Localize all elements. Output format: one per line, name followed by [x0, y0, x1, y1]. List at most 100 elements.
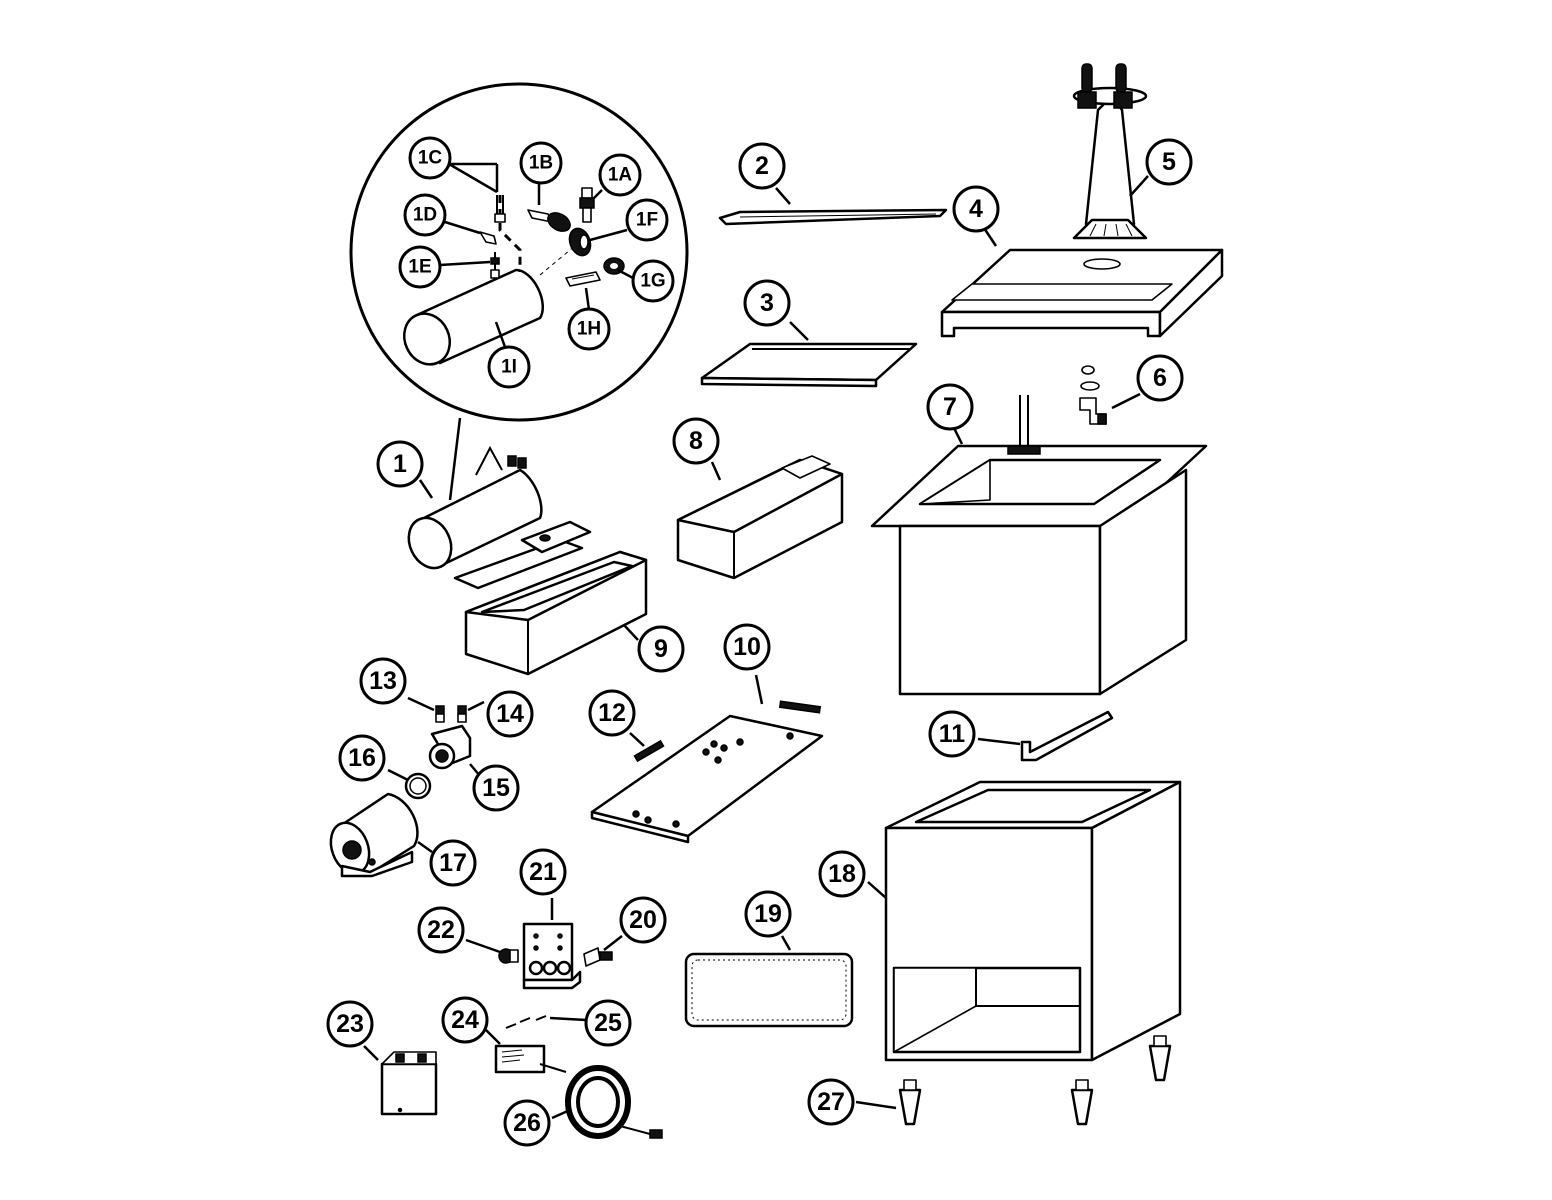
callout-1G: 1G: [631, 259, 675, 303]
part-1H-bracket: [565, 271, 601, 287]
part-20-switch: [583, 935, 623, 967]
callout-1E: 1E: [398, 245, 442, 289]
callout-1H-label: 1H: [577, 319, 601, 340]
callout-23-label: 23: [336, 1010, 364, 1038]
callout-20-label: 20: [629, 906, 657, 934]
callout-8: 8: [672, 417, 720, 465]
callout-1D: 1D: [403, 193, 447, 237]
callout-2: 2: [738, 142, 786, 190]
callout-20: 20: [619, 896, 667, 944]
callout-12: 12: [588, 689, 636, 737]
callout-1D-label: 1D: [413, 205, 437, 226]
callout-19: 19: [744, 890, 792, 938]
callout-13: 13: [359, 657, 407, 705]
callout-1I-label: 1I: [501, 357, 517, 378]
part-1E-fitting: [490, 252, 500, 279]
part-23-junction-box: [363, 1045, 438, 1116]
callout-17: 17: [429, 839, 477, 887]
callout-1B: 1B: [519, 141, 563, 185]
callout-16-label: 16: [348, 744, 376, 772]
part-25-screws: [505, 1015, 587, 1029]
callout-1F: 1F: [625, 198, 669, 242]
callout-10-label: 10: [733, 633, 761, 661]
part-1-tank-assembly: [407, 445, 543, 570]
callout-9: 9: [637, 625, 685, 673]
callout-6: 6: [1136, 354, 1184, 402]
callout-11: 11: [928, 710, 976, 758]
callout-7-label: 7: [943, 393, 957, 421]
callout-24: 24: [441, 996, 489, 1044]
part-10-base-plate: [590, 674, 824, 844]
callout-1E-label: 1E: [408, 257, 431, 278]
callout-7: 7: [926, 383, 974, 431]
callout-4: 4: [952, 185, 1000, 233]
part-1B-valve: [527, 209, 571, 232]
part-18-cabinet: [867, 780, 1182, 1062]
callout-15-label: 15: [482, 774, 510, 802]
part-1F-float: [568, 227, 592, 257]
part-16-clamp-ring: [387, 768, 432, 800]
callout-17-label: 17: [439, 849, 467, 877]
part-19-panel: [684, 935, 854, 1028]
callout-26-label: 26: [513, 1109, 541, 1137]
callout-23: 23: [326, 1000, 374, 1048]
part-13-fitting: [407, 696, 445, 723]
callout-1B-label: 1B: [529, 153, 553, 174]
part-5-beer-tower: [1072, 63, 1149, 240]
callout-13-label: 13: [369, 667, 397, 695]
callout-4-label: 4: [969, 195, 983, 223]
part-9-insulated-box: [453, 520, 648, 676]
callout-19-label: 19: [754, 900, 782, 928]
callout-22: 22: [417, 906, 465, 954]
callout-14: 14: [486, 690, 534, 738]
callout-1C-label: 1C: [418, 148, 443, 169]
callout-25-label: 25: [594, 1009, 622, 1037]
callout-24-label: 24: [451, 1006, 479, 1034]
callout-3: 3: [743, 279, 791, 327]
callout-8-label: 8: [689, 427, 703, 455]
callout-9-label: 9: [654, 635, 668, 663]
callout-11-label: 11: [939, 720, 966, 748]
part-17-pump-motor: [329, 792, 433, 878]
part-6-drain-fitting: [1079, 365, 1141, 425]
callout-1C: 1C: [408, 136, 452, 180]
callout-22-label: 22: [427, 916, 455, 944]
callout-18: 18: [818, 850, 866, 898]
callout-1G-label: 1G: [640, 271, 665, 292]
callout-1H: 1H: [567, 307, 611, 351]
callout-10: 10: [723, 623, 771, 671]
part-1D-elbow: [479, 231, 497, 245]
callout-6-label: 6: [1153, 364, 1167, 392]
part-22-knob: [465, 938, 519, 964]
callout-14-label: 14: [496, 700, 524, 728]
part-15-pump-head: [428, 724, 481, 777]
callout-21-label: 21: [529, 858, 557, 886]
part-1A-fitting: [579, 187, 595, 223]
callout-21: 21: [519, 848, 567, 896]
callout-5: 5: [1145, 138, 1193, 186]
part-12-gasket-strip: [629, 732, 665, 763]
part-1C-probes: [494, 195, 506, 223]
callout-1I: 1I: [487, 345, 531, 389]
part-14-fitting: [457, 700, 485, 723]
callout-27: 27: [807, 1078, 855, 1126]
callout-27-label: 27: [817, 1088, 845, 1116]
callout-2-label: 2: [755, 152, 769, 180]
callout-1A: 1A: [598, 153, 642, 197]
callout-1: 1: [376, 440, 424, 488]
part-4-top-cover: [940, 227, 1224, 338]
part-26-power-cord: [539, 1063, 663, 1139]
callout-25: 25: [584, 999, 632, 1047]
part-27-legs: [855, 1035, 1172, 1126]
callout-18-label: 18: [828, 860, 856, 888]
callout-1F-label: 1F: [636, 210, 658, 231]
callout-3-label: 3: [760, 289, 774, 317]
callout-15: 15: [472, 764, 520, 812]
part-24-label-plate: [485, 1029, 546, 1074]
part-21-control-bracket: [522, 898, 582, 990]
callout-16: 16: [338, 734, 386, 782]
part-11-drain-pipe: [977, 710, 1114, 762]
callout-5-label: 5: [1162, 148, 1176, 176]
callout-26: 26: [503, 1099, 551, 1147]
